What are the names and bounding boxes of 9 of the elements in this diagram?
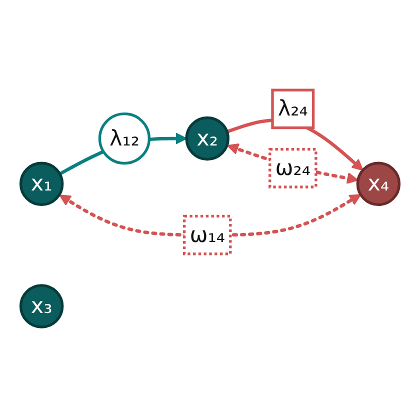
edge-label: ω₂₄ xyxy=(275,154,311,180)
arrow xyxy=(226,144,359,184)
edge-label: ω₁₄ xyxy=(190,222,226,248)
node-circle: x₁ xyxy=(19,162,64,206)
node-circle: x₃ xyxy=(19,284,64,328)
node-circle: x₄ xyxy=(356,162,401,206)
edge-label: λ₂₄ xyxy=(278,96,308,122)
edge-label: λ₁₂ xyxy=(109,125,140,151)
node-circle: x₂ xyxy=(185,116,230,161)
